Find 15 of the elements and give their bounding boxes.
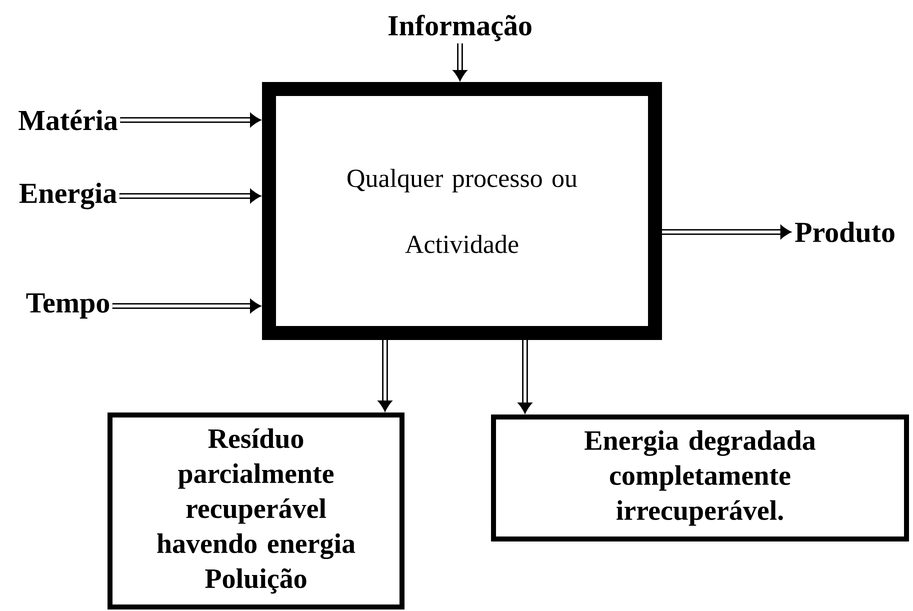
arrow — [112, 299, 261, 313]
input-label: Matéria — [18, 110, 118, 130]
input-label: Informação — [388, 14, 532, 42]
input-label: Energia — [19, 182, 117, 210]
arrow — [378, 340, 392, 412]
arrow — [119, 189, 261, 203]
arrow — [453, 43, 467, 81]
arrow — [662, 225, 792, 239]
input-label: Tempo — [26, 293, 110, 319]
input-label: Produto — [795, 222, 894, 242]
output-box: Resíduo parcialmente recuperável havendo energia Poluição — [108, 412, 404, 610]
arrow — [518, 340, 532, 414]
process-box: Qualquer processo ou Actividade — [262, 82, 662, 340]
output-box: Energia degradada completamente irrecuperável. — [491, 414, 909, 542]
arrow — [120, 113, 261, 127]
